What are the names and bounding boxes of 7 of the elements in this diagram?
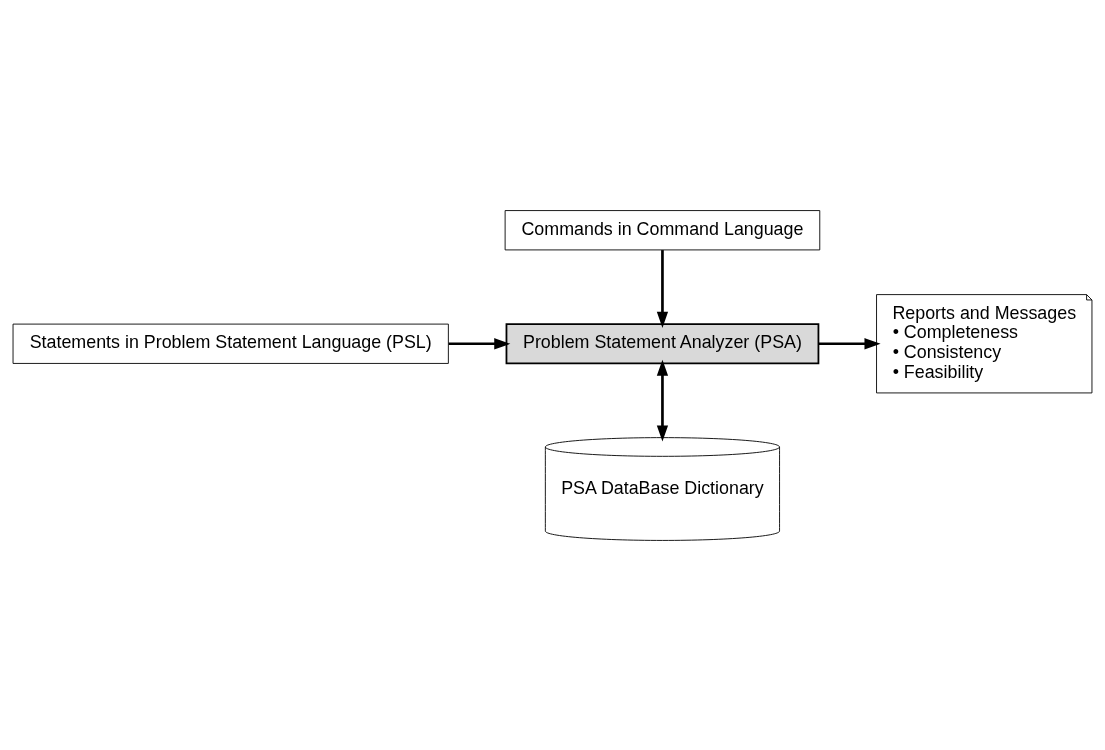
arrow: [656, 249, 669, 328]
arrow: [448, 337, 511, 349]
arrow: [818, 337, 881, 349]
arrow: [656, 359, 669, 442]
node-box: Statements in Problem Statement Language (PSL): [12, 323, 449, 364]
node-box: Problem Statement Analyzer (PSA): [505, 322, 820, 364]
node-box: Commands in Command Language: [504, 209, 821, 250]
